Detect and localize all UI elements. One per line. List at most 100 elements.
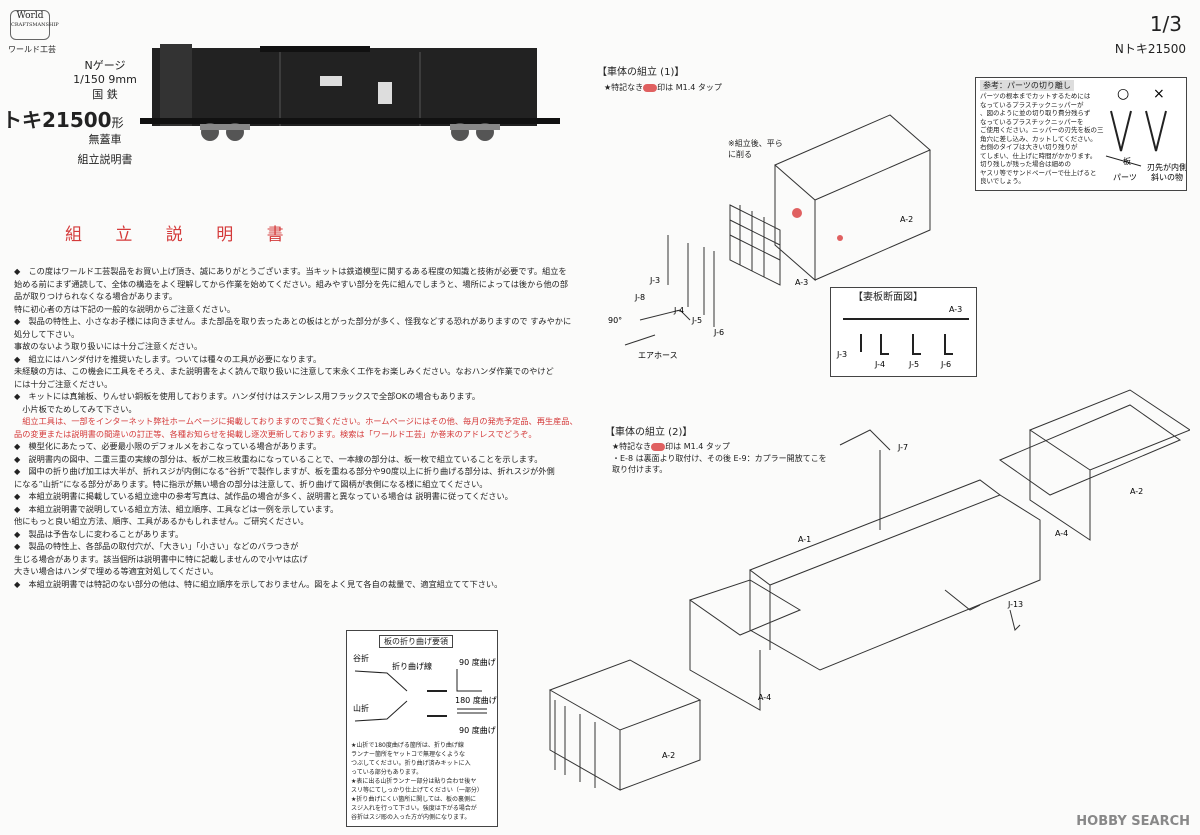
label-airhose: エアホース: [638, 351, 678, 360]
tip-line: パーツの根本までカットするためには: [980, 92, 1091, 100]
label-a2: A-2: [900, 215, 913, 224]
paragraph-line: 生じる場合があります。該当個所は説明書中に特に記載しませんので小ヤは広げ: [14, 553, 308, 564]
svg-text:J-4: J-4: [874, 360, 885, 369]
freight-car-photo: [140, 44, 560, 141]
paragraph-line: ◆ 説明書内の図中、二重三重の実線の部分は、板が二枚三枚重ねになっていることで、…: [14, 453, 543, 464]
section1-callout: ※組立後、平らに削る: [728, 139, 783, 159]
label-j13: J-13: [1007, 600, 1023, 609]
paragraph-line: になる”山折“になる部分があります。特に指示が無い場合の部分は注意して、折り曲げ…: [14, 478, 488, 489]
paragraph-line: 始める前にまず通読して、全体の構造をよく理解してから作業を始めてください。組みや…: [14, 278, 569, 289]
tip-line: 右側のタイプは大きい切り残りが: [980, 143, 1078, 151]
svg-text:山折: 山折: [353, 703, 369, 713]
paragraph-line: ◆ 製品の特性上、各部品の取付穴が、「大きい」「小さい」などのバラつきが: [14, 541, 299, 551]
watermark: HOBBY SEARCH: [1076, 814, 1190, 829]
label-j5: J-5: [691, 316, 702, 325]
fold-note-line: っている部分もあります。: [351, 769, 423, 776]
tip-line: 、図のように並の切り取り費分残らず: [980, 109, 1091, 117]
tip-line: なっているプラスチックニッパーが: [980, 100, 1084, 109]
fold-note-line: スリ等にてしっかり仕上げてください（一部分）: [351, 787, 483, 794]
red-mark-icon: [643, 83, 658, 92]
svg-text:斜いの物: 斜いの物: [1151, 172, 1183, 182]
svg-text:180 度曲げ: 180 度曲げ: [455, 695, 497, 705]
svg-text:パーツ: パーツ: [1113, 173, 1137, 182]
section1-title: 【車体の組立 (1)】: [597, 67, 685, 78]
svg-text:板: 板: [1123, 156, 1131, 166]
end-plate-section-box: 【妻板断面図】 A-3 J-3 J-4 J-5 J-6: [830, 287, 977, 377]
section2-line2: ・E-8 は裏面より取付け、その後 E-9：カプラー開放てこを: [612, 454, 827, 463]
label-j6: J-6: [713, 328, 724, 337]
paragraph-line: ◆ キットには真鍮板、りんせい銅板を使用しております。ハンダ付けはステンレス用フ…: [14, 391, 481, 401]
paragraph-line: 事故のないよう取り扱いには十分ご注意ください。: [14, 341, 203, 351]
label-a2-left: A-2: [662, 751, 675, 760]
tip-line: ヤスリ等でサンドペーパーで仕上げると: [980, 168, 1097, 177]
scale: 1/150 9mm: [73, 73, 137, 86]
paragraph-line: ◆ 製品の特性上、小さなお子様には向きません。また部品を取り去ったあとの板はとが…: [14, 316, 572, 326]
label-j8: J-8: [634, 293, 645, 302]
tip-line: 切り残しが残った場合は細めの: [980, 160, 1071, 168]
paragraph-line: には十分ご注意ください。: [14, 378, 113, 389]
model-name: トキ21500形: [2, 108, 124, 132]
paragraph-line: ◆ 本組立説明書で説明している組立方法、組立順序、工具などは一例を示しています。: [14, 503, 339, 514]
label-90deg: 90°: [608, 316, 622, 325]
paragraph-line: 他にもっと良い組立方法、順序、工具があるかもしれません。ご研究ください。: [14, 516, 309, 526]
tip-box: 参考：パーツの切り離し パーツの根本までカットするためにはなっているプラスチック…: [975, 77, 1187, 191]
svg-text:谷折: 谷折: [353, 653, 369, 663]
label-a4-left: A-4: [758, 693, 771, 702]
paragraph-line: 品の変更または説明書の間違いの訂正等、各種お知らせを掲載し逐次更新しております。…: [14, 428, 537, 439]
paragraph-line: ◆ 本組立説明書では特記のない部分の他は、特に組立順序を示しておりません。図をよ…: [14, 578, 503, 589]
paragraph-line: 品が取りつけられなくなる場合があります。: [14, 291, 178, 301]
paragraph-line: 処分して下さい。: [14, 328, 80, 339]
fold-note-line: スジ入れを行って下さい。強度は下がる場合が: [351, 805, 477, 812]
svg-text:折り曲げ線: 折り曲げ線: [392, 661, 432, 671]
doc-type: 組立説明書: [77, 153, 133, 166]
section2-line3: 取り付けます。: [612, 465, 668, 474]
fold-note-line: ランナー箇所をヤットコで無理なくような: [351, 751, 466, 758]
tip-title: 参考：パーツの切り離し: [980, 80, 1074, 91]
svg-text:90 度曲げ: 90 度曲げ: [459, 657, 496, 667]
paragraph-line: ◆ 図中の折り曲げ加工は大半が、折れスジが内側になる“谷折”で製作しますが、板を…: [14, 466, 555, 476]
paragraph-line: 未経験の方は、この機会に工具をそろえ、また説明書をよく読んで取り扱いに注意して末…: [14, 366, 554, 376]
label-a2-right: A-2: [1130, 487, 1143, 496]
section2-title: 【車体の組立 (2)】: [605, 427, 693, 438]
fold-guide-box: 板の折り曲げ要領 谷折 折り曲げ線 90 度曲げ 山折 180 度曲げ 90 度…: [346, 630, 498, 827]
fold-note-line: ★表に出る山折ランナー部分は貼り合わせ後ヤ: [351, 778, 477, 785]
paragraph-line: 特に初心者の方は下記の一般的な説明からご注意ください。: [14, 303, 236, 314]
label-j7: J-7: [897, 443, 908, 452]
product-code: Nトキ21500: [1114, 42, 1186, 56]
tip-line: 良いでしょう。: [980, 177, 1025, 185]
gauge: Nゲージ: [84, 59, 126, 72]
paragraph-line: ◆ 組立にはハンダ付けを推奨いたします。ついては種々の工具が必要になります。: [14, 353, 322, 364]
fold-note-line: ★折り曲げにくい箇所に関しては、板の裏側に: [351, 796, 476, 803]
label-j4: J-4: [673, 306, 684, 315]
paragraph-line: 小片板でためしてみて下さい。: [14, 403, 137, 414]
paragraph-line: 組立工具は、一部をインターネット弊社ホームページに掲載しておりますのでご覧くださ…: [14, 416, 578, 426]
paragraph-line: ◆ 模型化にあたって、必要最小限のデフォルメをおこなっている場合があります。: [14, 441, 322, 451]
svg-text:刃先が内側に: 刃先が内側に: [1147, 162, 1186, 172]
assembly-diagram-2: J-7 A-1 A-2 A-4 A-4 J-13 A-2: [548, 389, 1190, 791]
page-number: 1/3: [1149, 12, 1182, 36]
svg-text:○: ○: [1117, 86, 1129, 102]
label-a1: A-1: [798, 535, 811, 544]
svg-text:90 度曲げ: 90 度曲げ: [459, 725, 496, 735]
svg-text:J-5: J-5: [908, 360, 919, 369]
paragraph-line: 大きい場合はハンダで埋める等適宜対処してください。: [14, 566, 219, 576]
tip-line: ご使用ください。ニッパーの刃先を板の三: [980, 126, 1104, 134]
red-mark-icon: [651, 442, 666, 451]
brand-logo: World CRAFTSMANSHIP: [10, 10, 59, 40]
paragraph-line: ◆ 本組立説明書に掲載している組立途中の参考写真は、試作品の場合が多く、説明書と…: [14, 491, 513, 501]
svg-text:×: ×: [1153, 86, 1165, 102]
svg-text:A-3: A-3: [949, 305, 962, 314]
tip-line: なっているプラスチックニッパーを: [980, 117, 1084, 126]
assembly-diagram-1: A-2 A-3 J-3 J-4 J-5 J-6 J-8 90° エアホース: [608, 114, 931, 360]
fold-note-line: つぶしてください。折り曲げ済みキットに入: [351, 760, 471, 767]
fold-note-line: ★山折で180度曲げる箇所は、折り曲げ線: [351, 742, 464, 749]
doc-title: 組 立 説 明 書: [65, 225, 298, 245]
section2-note: ★特記なき印は M1.4 タップ: [612, 442, 730, 451]
paragraph-line: ◆ 製品は予告なしに変わることがあります。: [14, 528, 184, 539]
nipper-illustration: ○ × 板 パーツ 刃先が内側に 斜いの物: [1105, 86, 1186, 182]
label-a3: A-3: [795, 278, 808, 287]
maker-name: ワールド工芸: [8, 45, 56, 54]
paragraph-line: ◆ この度はワールド工芸製品をお買い上げ頂き、誠にありがとうございます。当キット…: [14, 266, 567, 276]
label-a4-right: A-4: [1055, 529, 1068, 538]
svg-text:J-3: J-3: [836, 350, 847, 359]
